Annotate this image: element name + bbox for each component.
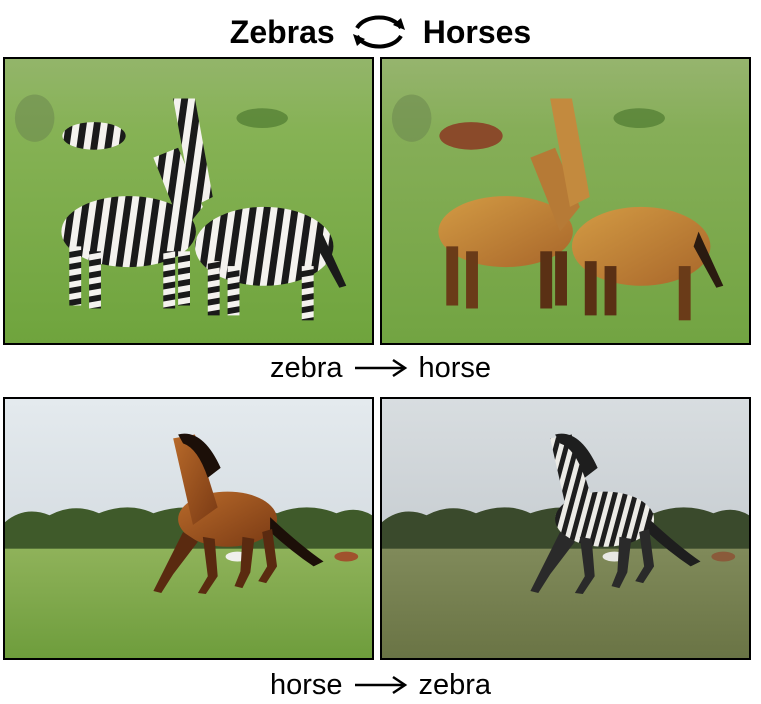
caption-from: horse: [269, 668, 343, 701]
caption-to: zebra: [418, 668, 492, 701]
zebra-input-photo: [3, 57, 374, 345]
horse-input-photo: [3, 397, 374, 660]
horse-to-zebra-output-photo: [380, 397, 751, 660]
figure-title: Zebras Horses: [0, 10, 761, 54]
arrow-right-icon: [354, 358, 407, 378]
arrow-right-icon: [354, 675, 407, 695]
title-right: Horses: [422, 13, 532, 50]
title-left: Zebras: [229, 13, 335, 50]
caption-from: zebra: [269, 351, 343, 384]
zebra-to-horse-output-photo: [380, 57, 751, 345]
caption-horse-to-zebra: horse zebra: [0, 667, 761, 703]
caption-zebra-to-horse: zebra horse: [0, 350, 761, 386]
caption-to: horse: [418, 351, 492, 384]
cycle-arrows-icon: [352, 15, 405, 49]
